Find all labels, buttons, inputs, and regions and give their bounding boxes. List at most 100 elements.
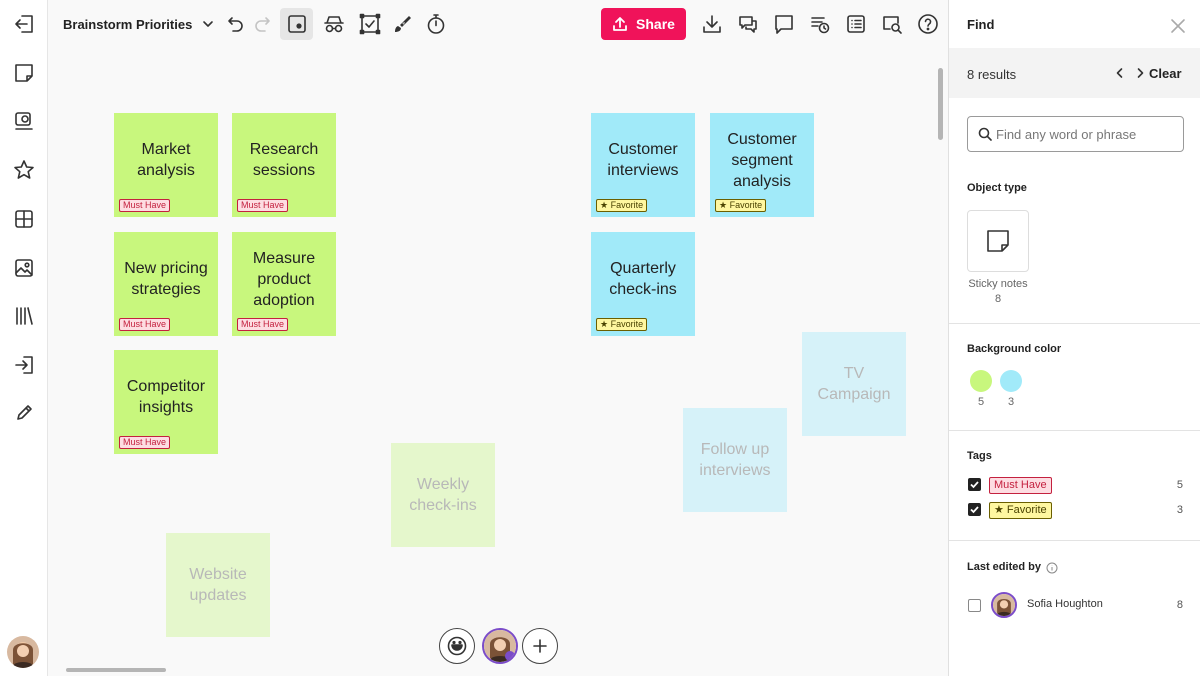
mask-icon	[324, 16, 344, 33]
note-text: Weekly check-ins	[409, 476, 477, 514]
timer-button[interactable]	[424, 12, 448, 36]
tag-favorite: ★ Favorite	[989, 502, 1052, 519]
share-button[interactable]: Share	[601, 8, 686, 40]
previous-result-button[interactable]	[1113, 66, 1127, 80]
chat-icon	[739, 16, 757, 33]
next-result-button[interactable]	[1133, 66, 1147, 80]
panel-title: Find	[967, 17, 995, 32]
sticky-note-icon	[987, 230, 1009, 252]
favorites-button[interactable]	[12, 158, 36, 182]
sticky-note-faded[interactable]: Follow up interviews	[683, 408, 787, 512]
comment-icon	[775, 15, 793, 34]
note-tag-favorite: ★ Favorite	[715, 199, 767, 212]
tags-label: Tags	[967, 450, 992, 462]
undo-icon	[228, 17, 243, 32]
note-text: Measure product adoption	[252, 249, 316, 309]
results-count: 8 results	[967, 67, 1017, 82]
sticky-note[interactable]: Customer segment analysis ★ Favorite	[710, 113, 814, 217]
reactions-button[interactable]	[439, 628, 475, 664]
undo-button[interactable]	[224, 12, 248, 36]
close-panel-button[interactable]	[1170, 18, 1186, 34]
results-bar: 8 results	[949, 48, 1200, 98]
chevron-right-icon	[1137, 68, 1144, 78]
close-icon	[1171, 19, 1185, 33]
avatar[interactable]	[7, 636, 39, 668]
object-type-sticky-notes[interactable]	[967, 210, 1029, 272]
top-toolbar: Brainstorm Priorities Share	[48, 0, 948, 48]
star-icon	[14, 160, 34, 179]
import-button[interactable]	[12, 353, 36, 377]
editor-avatar	[991, 592, 1017, 618]
help-button[interactable]	[916, 12, 940, 36]
sticky-note[interactable]: Quarterly check-ins ★ Favorite	[591, 232, 695, 336]
invite-button[interactable]	[522, 628, 558, 664]
tag-checkbox-favorite[interactable]	[968, 503, 981, 516]
note-tag-favorite: ★ Favorite	[596, 199, 648, 212]
sticky-note[interactable]: Measure product adoption Must Have	[232, 232, 336, 336]
note-text: Customer interviews	[607, 141, 679, 179]
sticky-tool-icon	[288, 15, 306, 33]
outline-button[interactable]	[844, 12, 868, 36]
sticky-note-button[interactable]	[12, 61, 36, 85]
note-tag-must-have: Must Have	[237, 199, 289, 212]
timer-icon	[427, 14, 445, 34]
divider	[949, 430, 1200, 431]
board-title[interactable]: Brainstorm Priorities	[63, 17, 193, 32]
object-type-name: Sticky notes	[968, 278, 1028, 290]
activity-button[interactable]	[808, 12, 832, 36]
emoji-icon	[447, 636, 467, 656]
incognito-button[interactable]	[322, 12, 346, 36]
download-button[interactable]	[700, 12, 724, 36]
pen-button[interactable]	[12, 401, 36, 425]
object-type-count: 8	[994, 293, 1002, 305]
search-input[interactable]	[996, 126, 1176, 142]
image-icon	[15, 259, 33, 277]
grid-icon	[15, 210, 33, 228]
info-icon[interactable]	[1046, 562, 1058, 574]
select-frame-button[interactable]	[358, 12, 382, 36]
sticky-note[interactable]: Customer interviews ★ Favorite	[591, 113, 695, 217]
clear-button[interactable]: Clear	[1149, 66, 1182, 81]
tag-count: 5	[1176, 479, 1183, 491]
pencil-icon	[17, 405, 32, 420]
background-color-label: Background color	[967, 343, 1062, 355]
sticky-note[interactable]: New pricing strategies Must Have	[114, 232, 218, 336]
chat-button[interactable]	[736, 12, 760, 36]
images-button[interactable]	[12, 256, 36, 280]
sticky-note[interactable]: Competitor insights Must Have	[114, 350, 218, 454]
comment-search-icon	[15, 112, 33, 130]
sticky-note[interactable]: Market analysis Must Have	[114, 113, 218, 217]
find-button[interactable]	[880, 12, 904, 36]
color-filter-green[interactable]	[970, 370, 992, 392]
sticky-note[interactable]: Research sessions Must Have	[232, 113, 336, 217]
plus-icon	[533, 639, 547, 653]
library-button[interactable]	[12, 304, 36, 328]
sticky-note-faded[interactable]: Website updates	[166, 533, 270, 637]
board-menu-button[interactable]	[196, 12, 220, 36]
brush-button[interactable]	[391, 12, 415, 36]
sticky-note-faded[interactable]: TV Campaign	[802, 332, 906, 436]
library-icon	[16, 307, 33, 325]
search-icon	[978, 127, 992, 141]
templates-button[interactable]	[12, 207, 36, 231]
exit-board-button[interactable]	[12, 12, 36, 36]
list-icon	[847, 15, 865, 33]
search-box[interactable]	[967, 116, 1184, 152]
horizontal-scrollbar[interactable]	[66, 668, 166, 672]
sticky-tool-button[interactable]	[280, 8, 313, 40]
comments-button[interactable]	[772, 12, 796, 36]
redo-button[interactable]	[250, 12, 274, 36]
collaborator-avatar[interactable]	[482, 628, 518, 664]
vertical-scrollbar[interactable]	[938, 68, 943, 140]
share-label: Share	[636, 16, 675, 32]
editor-checkbox[interactable]	[968, 599, 981, 612]
tag-must-have: Must Have	[989, 477, 1052, 494]
tag-checkbox-must-have[interactable]	[968, 478, 981, 491]
color-filter-blue[interactable]	[1000, 370, 1022, 392]
board-canvas[interactable]: Market analysis Must Have Research sessi…	[48, 48, 948, 676]
comment-search-button[interactable]	[12, 109, 36, 133]
sticky-note-faded[interactable]: Weekly check-ins	[391, 443, 495, 547]
note-tag-must-have: Must Have	[119, 199, 171, 212]
color-count: 3	[1007, 396, 1015, 408]
note-tag-must-have: Must Have	[119, 436, 171, 449]
